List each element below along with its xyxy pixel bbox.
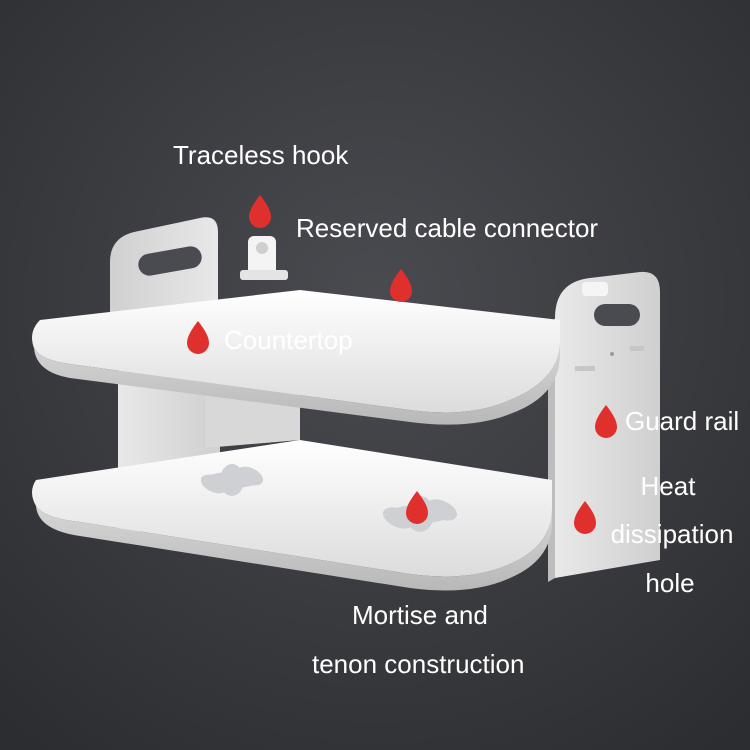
label-mortise-line2: tenon construction bbox=[312, 649, 525, 679]
countertop-shelf bbox=[32, 290, 560, 413]
left-handle-hole bbox=[138, 246, 202, 276]
bottom-shelf bbox=[32, 440, 552, 577]
label-reserved-cable-connector: Reserved cable connector bbox=[296, 213, 599, 243]
location-pin-icon bbox=[187, 321, 209, 354]
label-traceless-hook: Traceless hook bbox=[173, 140, 349, 170]
label-guard-rail: Guard rail bbox=[625, 406, 740, 436]
label-heat-dissipation-line1: Heat bbox=[640, 471, 696, 501]
label-heat-dissipation-line3: hole bbox=[645, 568, 695, 598]
location-pin-icon bbox=[249, 195, 271, 228]
right-handle-hole bbox=[594, 304, 640, 326]
label-mortise-line1: Mortise and bbox=[352, 600, 488, 630]
traceless-hook bbox=[248, 236, 276, 280]
location-pin-icon bbox=[595, 405, 617, 438]
label-countertop: Countertop bbox=[224, 325, 353, 355]
location-pin-icon bbox=[406, 491, 428, 524]
location-pin-icon bbox=[574, 501, 596, 534]
heat-dissipation-hole-left bbox=[200, 464, 264, 496]
label-heat-dissipation-line2: dissipation bbox=[610, 519, 734, 549]
location-pin-icon bbox=[390, 269, 412, 302]
